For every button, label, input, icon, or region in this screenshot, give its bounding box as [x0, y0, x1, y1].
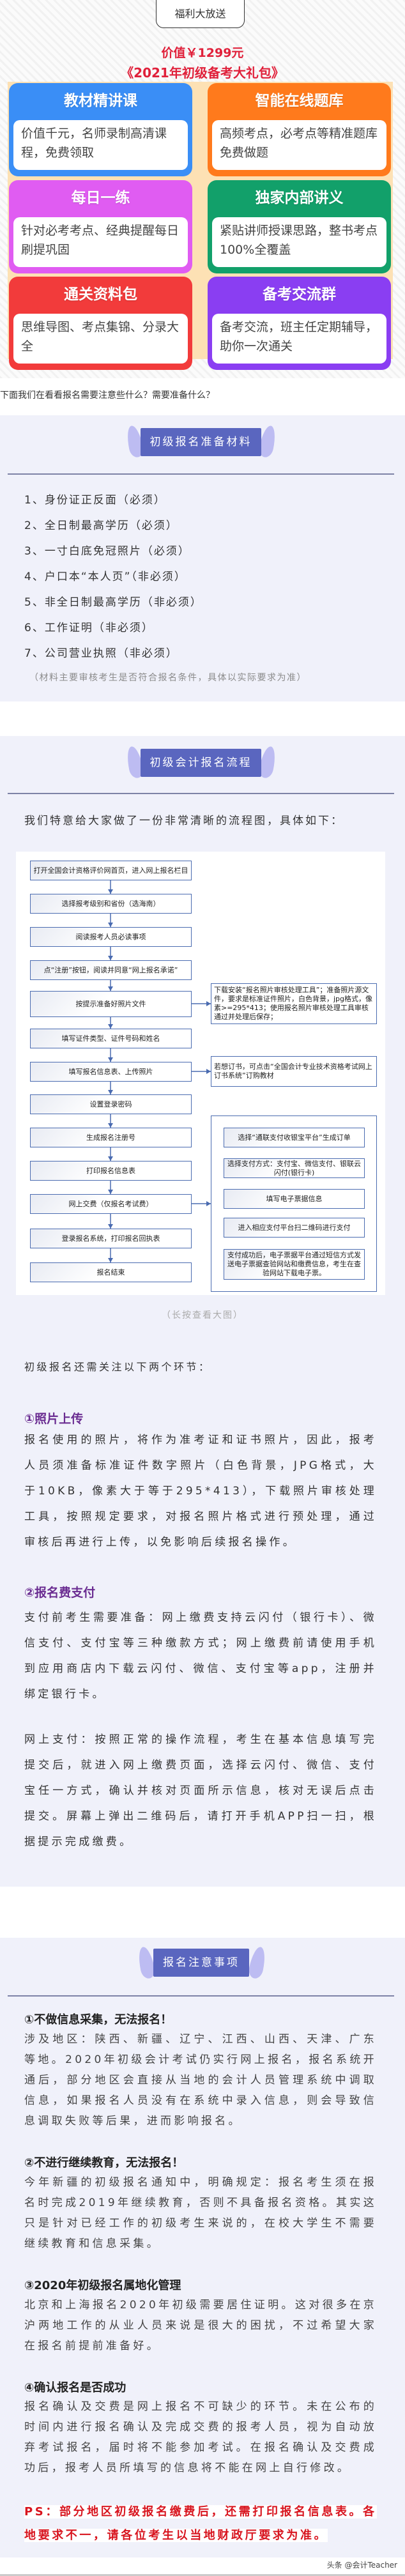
gift-card[interactable]: 通关资料包思维导图、考点集锦、分录大全 — [9, 277, 192, 370]
flow-step: 按提示准备好照片文件 — [30, 991, 192, 1017]
arrow-head — [108, 986, 113, 991]
payment-step: 选择支付方式：支付宝、微信支付、银联云闪付(银行卡) — [224, 1158, 365, 1178]
gift-card-body: 价值千元，名师录制高清课程，免费领取 — [13, 120, 188, 170]
divider — [8, 793, 394, 794]
payment-step: 选择“通联支付收银宝平台”生成订单 — [224, 1128, 365, 1147]
arrow-head — [108, 1024, 113, 1029]
materials-section: 初级报名准备材料 1、身份证正反面（必须） 2、全日制最高学历（必须） 3、一寸白底… — [0, 415, 405, 702]
registration-flowchart[interactable]: 打开全国会计资格评价网首页，进入网上报名栏目选择报考级别和省份（选海南） 阅读报考… — [16, 852, 385, 1295]
ps-note: PS：部分地区初级报名缴费后，还需打印报名信息表。各地要求不一，请各位考生以当地… — [24, 2500, 382, 2547]
arrow-head — [108, 923, 113, 927]
payment-heading: ②报名费支付 — [24, 1586, 96, 1600]
flow-step: 生成报名注册号 — [30, 1128, 192, 1147]
material-item: 2、全日制最高学历（必须） — [24, 519, 178, 532]
process-lead: 初级报名还需关注以下两个环节： — [24, 1361, 211, 1373]
arrow-head — [108, 1123, 113, 1128]
flow-step: 报名结束 — [30, 1262, 192, 1282]
divider — [8, 473, 394, 475]
gift-card-body: 备考交流，班主任定期辅导，助你一次通关 — [212, 314, 386, 364]
material-item: 7、公司营业执照（非必须） — [24, 647, 178, 660]
intro-text: 下面我们在看看报名需要注意些什么？需要准备什么？ — [0, 390, 215, 401]
photo-note-box: 下载安装“报名照片审核处理工具”；准备照片源文件，要求是标准证件照片，白色背景，… — [211, 983, 377, 1024]
gift-card[interactable]: 独家内部讲义紧贴讲师授课思路，整书考点100%全覆盖 — [208, 180, 391, 273]
promo-price: 价值￥1299元 — [161, 46, 244, 60]
image-caption: （长按查看大图） — [162, 1310, 243, 1321]
notice-paragraph-1: 涉及地区：陕西、新疆、辽宁、江西、山西、天津、广东等地。2020年初级会计考试仍… — [24, 2033, 377, 2128]
material-item: 4、户口本“本人页”（非必须） — [24, 571, 187, 583]
gift-card-title: 备考交流群 — [263, 286, 336, 303]
gift-card-title: 教材精讲课 — [64, 93, 137, 109]
notice-heading-4: ④确认报名是否成功 — [24, 2381, 126, 2395]
gift-card-body: 针对必考考点、经典提醒每日刷提巩固 — [13, 217, 188, 267]
notice-paragraph-3: 北京和上海报名2020年初级需要居住证明。这对很多在京沪两地工作的从业人员来说是… — [24, 2299, 377, 2352]
leaf-icon — [247, 1945, 268, 1980]
arrow-head — [108, 1057, 113, 1062]
gift-card[interactable]: 备考交流群备考交流，班主任定期辅导，助你一次通关 — [208, 277, 391, 370]
gift-card-title: 独家内部讲义 — [255, 190, 344, 206]
photo-heading: ①照片上传 — [24, 1412, 84, 1426]
flow-step: 登录报名系统，打印报名回执表 — [30, 1229, 192, 1248]
notice-paragraph-2: 今年新疆的初级报名通知中，明确规定：报名考生须在报名时完成2019年继续教育，否… — [24, 2176, 377, 2250]
material-item: 6、工作证明（非必须） — [24, 622, 154, 634]
gift-card-body: 思维导图、考点集锦、分录大全 — [13, 314, 188, 364]
book-note-box: 若想订书，可点击“全国会计专业技术资格考试网上订书系统”订购教材 — [211, 1056, 377, 1087]
bottom-border — [0, 2574, 405, 2576]
process-intro: 我们特意给大家做了一份非常清晰的流程图，具体如下： — [24, 815, 344, 827]
watermark: 头条 @会计Teacher — [326, 2561, 397, 2570]
material-item: 1、身份证正反面（必须） — [24, 494, 166, 507]
flow-step: 选择报考级别和省份（选海南） — [30, 894, 192, 914]
payment-paragraph-2: 网上支付：按照正常的操作流程，考生在基本信息填写完提交后，就进入网上缴费页面，选… — [24, 1733, 377, 1848]
arrow-head — [206, 1069, 211, 1074]
gift-card-body: 高频考点，必考点等精准题库免费做题 — [212, 120, 386, 170]
section-badge: 初级报名准备材料 — [141, 428, 261, 456]
arrow-head — [108, 1090, 113, 1094]
gift-card[interactable]: 教材精讲课价值千元，名师录制高清课程，免费领取 — [9, 83, 192, 176]
section-badge: 初级会计报名流程 — [141, 749, 261, 777]
material-item: 3、一寸白底免冠照片（必须） — [24, 545, 190, 558]
notice-section: 报名注意事项 ①不做信息采集，无法报名！ 涉及地区：陕西、新疆、辽宁、江西、山西… — [0, 1938, 405, 2557]
gift-card-title: 通关资料包 — [64, 286, 137, 303]
arrow-head — [108, 956, 113, 960]
flow-step: 填写证件类型、证件号码和姓名 — [30, 1029, 192, 1048]
flow-step: 打印报名信息表 — [30, 1161, 192, 1181]
gift-card-body: 紧贴讲师授课思路，整书考点100%全覆盖 — [212, 217, 386, 267]
gift-card[interactable]: 智能在线题库高频考点，必考点等精准题库免费做题 — [208, 83, 391, 176]
arrow-head — [108, 1190, 113, 1194]
notice-heading-1: ①不做信息采集，无法报名！ — [24, 2013, 172, 2027]
promo-title: 《2021年初级备考大礼包》 — [121, 65, 284, 80]
gift-card-title: 每日一练 — [71, 190, 130, 206]
material-item: 5、非全日制最高学历（非必须） — [24, 596, 202, 609]
payment-paragraph-1: 支付前考生需要准备：网上缴费支持云闪付（银行卡）、微信支付、支付宝等三种缴款方式… — [24, 1611, 377, 1701]
flow-step: 打开全国会计资格评价网首页，进入网上报名栏目 — [30, 861, 192, 880]
arrow-head — [206, 1001, 211, 1006]
payment-step: 填写电子票据信息 — [224, 1189, 365, 1209]
divider — [8, 1995, 394, 1997]
arrow-head — [108, 1224, 113, 1229]
payment-step: 支付成功后，电子票据平台通过短信方式发送电子票据查验网站和缴费信息，考生在查验网… — [224, 1249, 365, 1280]
notice-heading-3: ③2020年初级报名属地化管理 — [24, 2279, 181, 2292]
notice-paragraph-4: 报名确认及交费是网上报名不可缺少的环节。未在公布的时间内进行报名确认及完成交费的… — [24, 2400, 377, 2474]
flow-step: 点“注册”按钮，阅读并同意“网上报名承诺” — [30, 960, 192, 980]
arrow-head — [108, 889, 113, 894]
arrow-head — [108, 1156, 113, 1161]
flow-step: 网上交费（仅报名考试费） — [30, 1194, 192, 1214]
arrow-head — [108, 1258, 113, 1262]
section-badge: 报名注意事项 — [153, 1949, 249, 1977]
ps-text: PS：部分地区初级报名缴费后，还需打印报名信息表。各地要求不一，请各位考生以当地… — [24, 2505, 377, 2542]
promo-tab: 福利大放送 — [156, 0, 245, 28]
flow-step: 阅读报考人员必读事项 — [30, 927, 192, 947]
gift-card[interactable]: 每日一练针对必考考点、经典提醒每日刷提巩固 — [9, 180, 192, 273]
flow-step: 设置登录密码 — [30, 1094, 192, 1114]
arrow-head — [206, 1201, 211, 1206]
materials-note: （材料主要审核考生是否符合报名条件，具体以实际要求为准） — [29, 673, 307, 683]
notice-heading-2: ②不进行继续教育，无法报名！ — [24, 2156, 184, 2170]
payment-step: 进入相应支付平台扫二维码进行支付 — [224, 1218, 365, 1238]
gift-card-title: 智能在线题库 — [255, 93, 344, 109]
photo-paragraph: 报名使用的照片，将作为准考证和证书照片，因此，报考人员须准备标准证件数字照片（白… — [24, 1434, 377, 1549]
flow-step: 填写报名信息表、上传照片 — [30, 1062, 192, 1082]
